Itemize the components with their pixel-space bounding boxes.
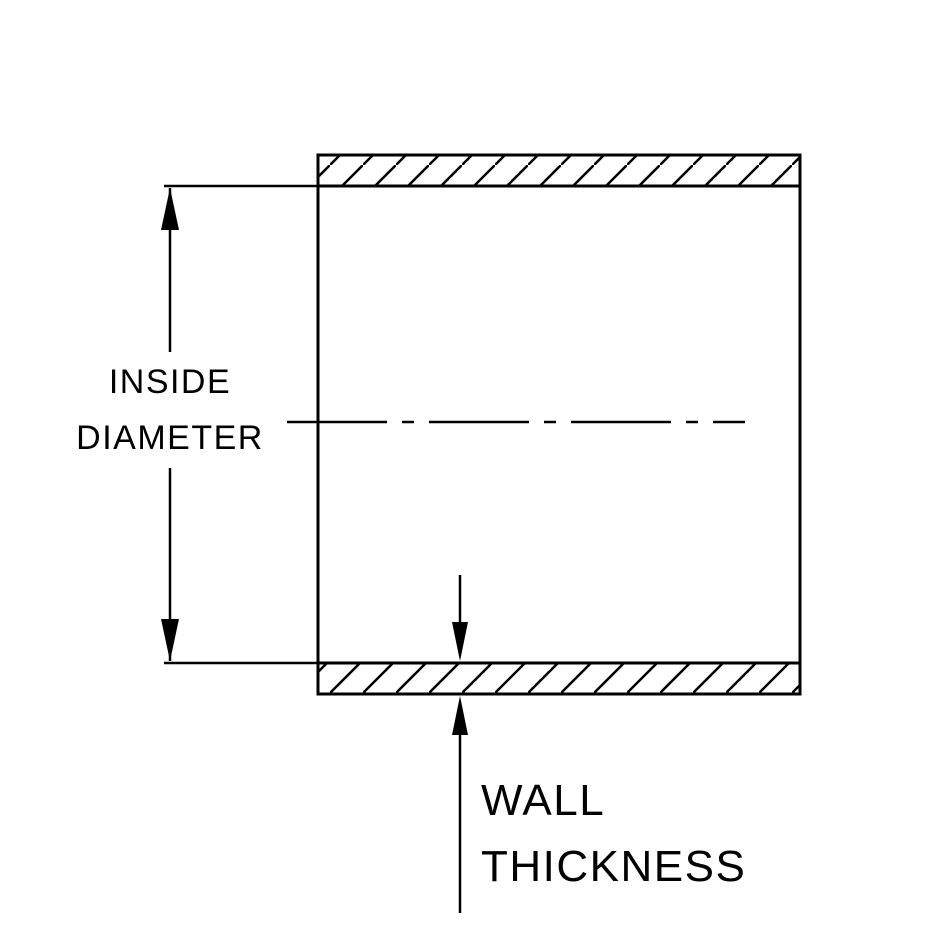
wall-thickness-arrow-up — [452, 696, 468, 735]
coupler-body-outline — [316, 153, 802, 696]
bottom-wall-hatch — [316, 661, 802, 696]
top-wall-hatch — [316, 153, 802, 188]
inside-diameter-label-line1: INSIDE — [108, 363, 232, 401]
wall-thickness-label-line2: THICKNESS — [481, 842, 747, 891]
wall-thickness-label-line1: WALL — [481, 776, 606, 825]
inside-diameter-arrow-down — [161, 619, 179, 661]
inside-diameter-label-line2: DIAMETER — [76, 419, 264, 457]
wall-thickness-arrow-down — [452, 622, 468, 661]
inside-diameter-label: INSIDE DIAMETER — [68, 352, 272, 468]
wall-thickness-label: WALL THICKNESS — [481, 768, 746, 900]
inside-diameter-arrow-up — [161, 188, 179, 230]
